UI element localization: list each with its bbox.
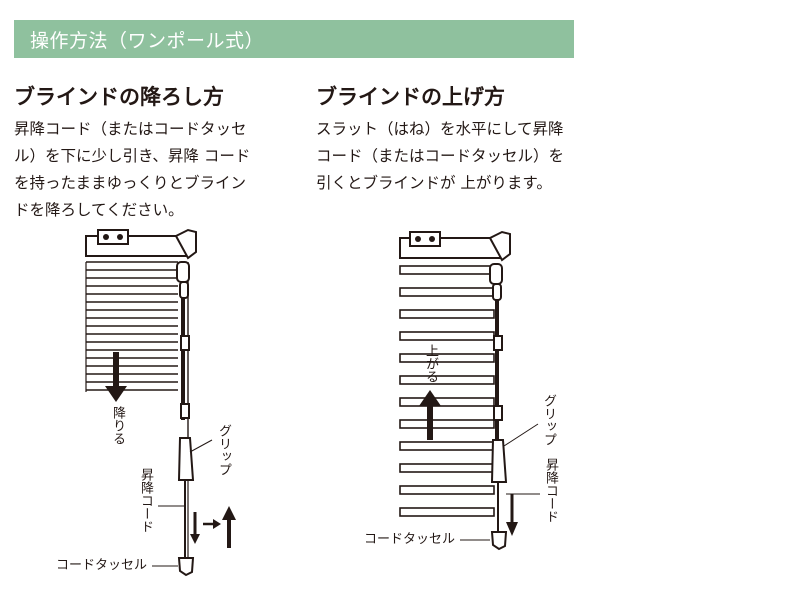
raise-slats xyxy=(399,265,495,517)
cord-tassel xyxy=(177,557,195,577)
section-header-bar: 操作方法（ワンポール式） xyxy=(14,20,574,58)
lower-line: ル）を下に少し引き、昇降 コード xyxy=(14,147,251,165)
lower-down-label: 降りる xyxy=(110,406,125,445)
raise-blind-illustration xyxy=(399,230,540,551)
lower-description: 昇降コード（またはコードタッセ ル）を下に少し引き、昇降 コード を持ったままゆ… xyxy=(14,116,284,224)
lower-grip-label: グリップ xyxy=(216,424,231,476)
lower-title: ブラインドの降ろし方 xyxy=(14,85,224,109)
raise-description: スラット（はね）を水平にして昇降 コード（またはコードタッセル）を 引くとブライ… xyxy=(316,116,586,197)
raise-title: ブラインドの上げ方 xyxy=(316,85,505,109)
lower-tassel-label: コードタッセル xyxy=(56,558,148,573)
lower-line: ドを降ろしてください。 xyxy=(14,201,184,219)
lower-line: を持ったままゆっくりとブライン xyxy=(14,174,247,192)
mounting-bracket xyxy=(409,231,441,247)
lower-line: 昇降コード（またはコードタッセ xyxy=(14,120,247,138)
grip xyxy=(177,437,195,481)
lower-blind-illustration xyxy=(85,228,236,577)
grip xyxy=(490,439,508,483)
lower-slats xyxy=(86,261,178,391)
raise-grip-label: グリップ xyxy=(541,394,556,446)
raise-cord-label: 昇降コード xyxy=(543,458,558,523)
raise-line: 引くとブラインドが 上がります。 xyxy=(316,174,552,192)
mounting-bracket xyxy=(97,229,129,245)
section-header-title: 操作方法（ワンポール式） xyxy=(30,30,265,52)
raise-tassel-label: コードタッセル xyxy=(364,532,456,547)
raise-line: スラット（はね）を水平にして昇降 xyxy=(316,120,564,138)
raise-up-label: 上がる xyxy=(423,344,438,383)
lower-cord-label: 昇降コード xyxy=(138,468,153,533)
raise-line: コード（またはコードタッセル）を xyxy=(316,147,565,165)
cord-tassel xyxy=(490,531,508,551)
